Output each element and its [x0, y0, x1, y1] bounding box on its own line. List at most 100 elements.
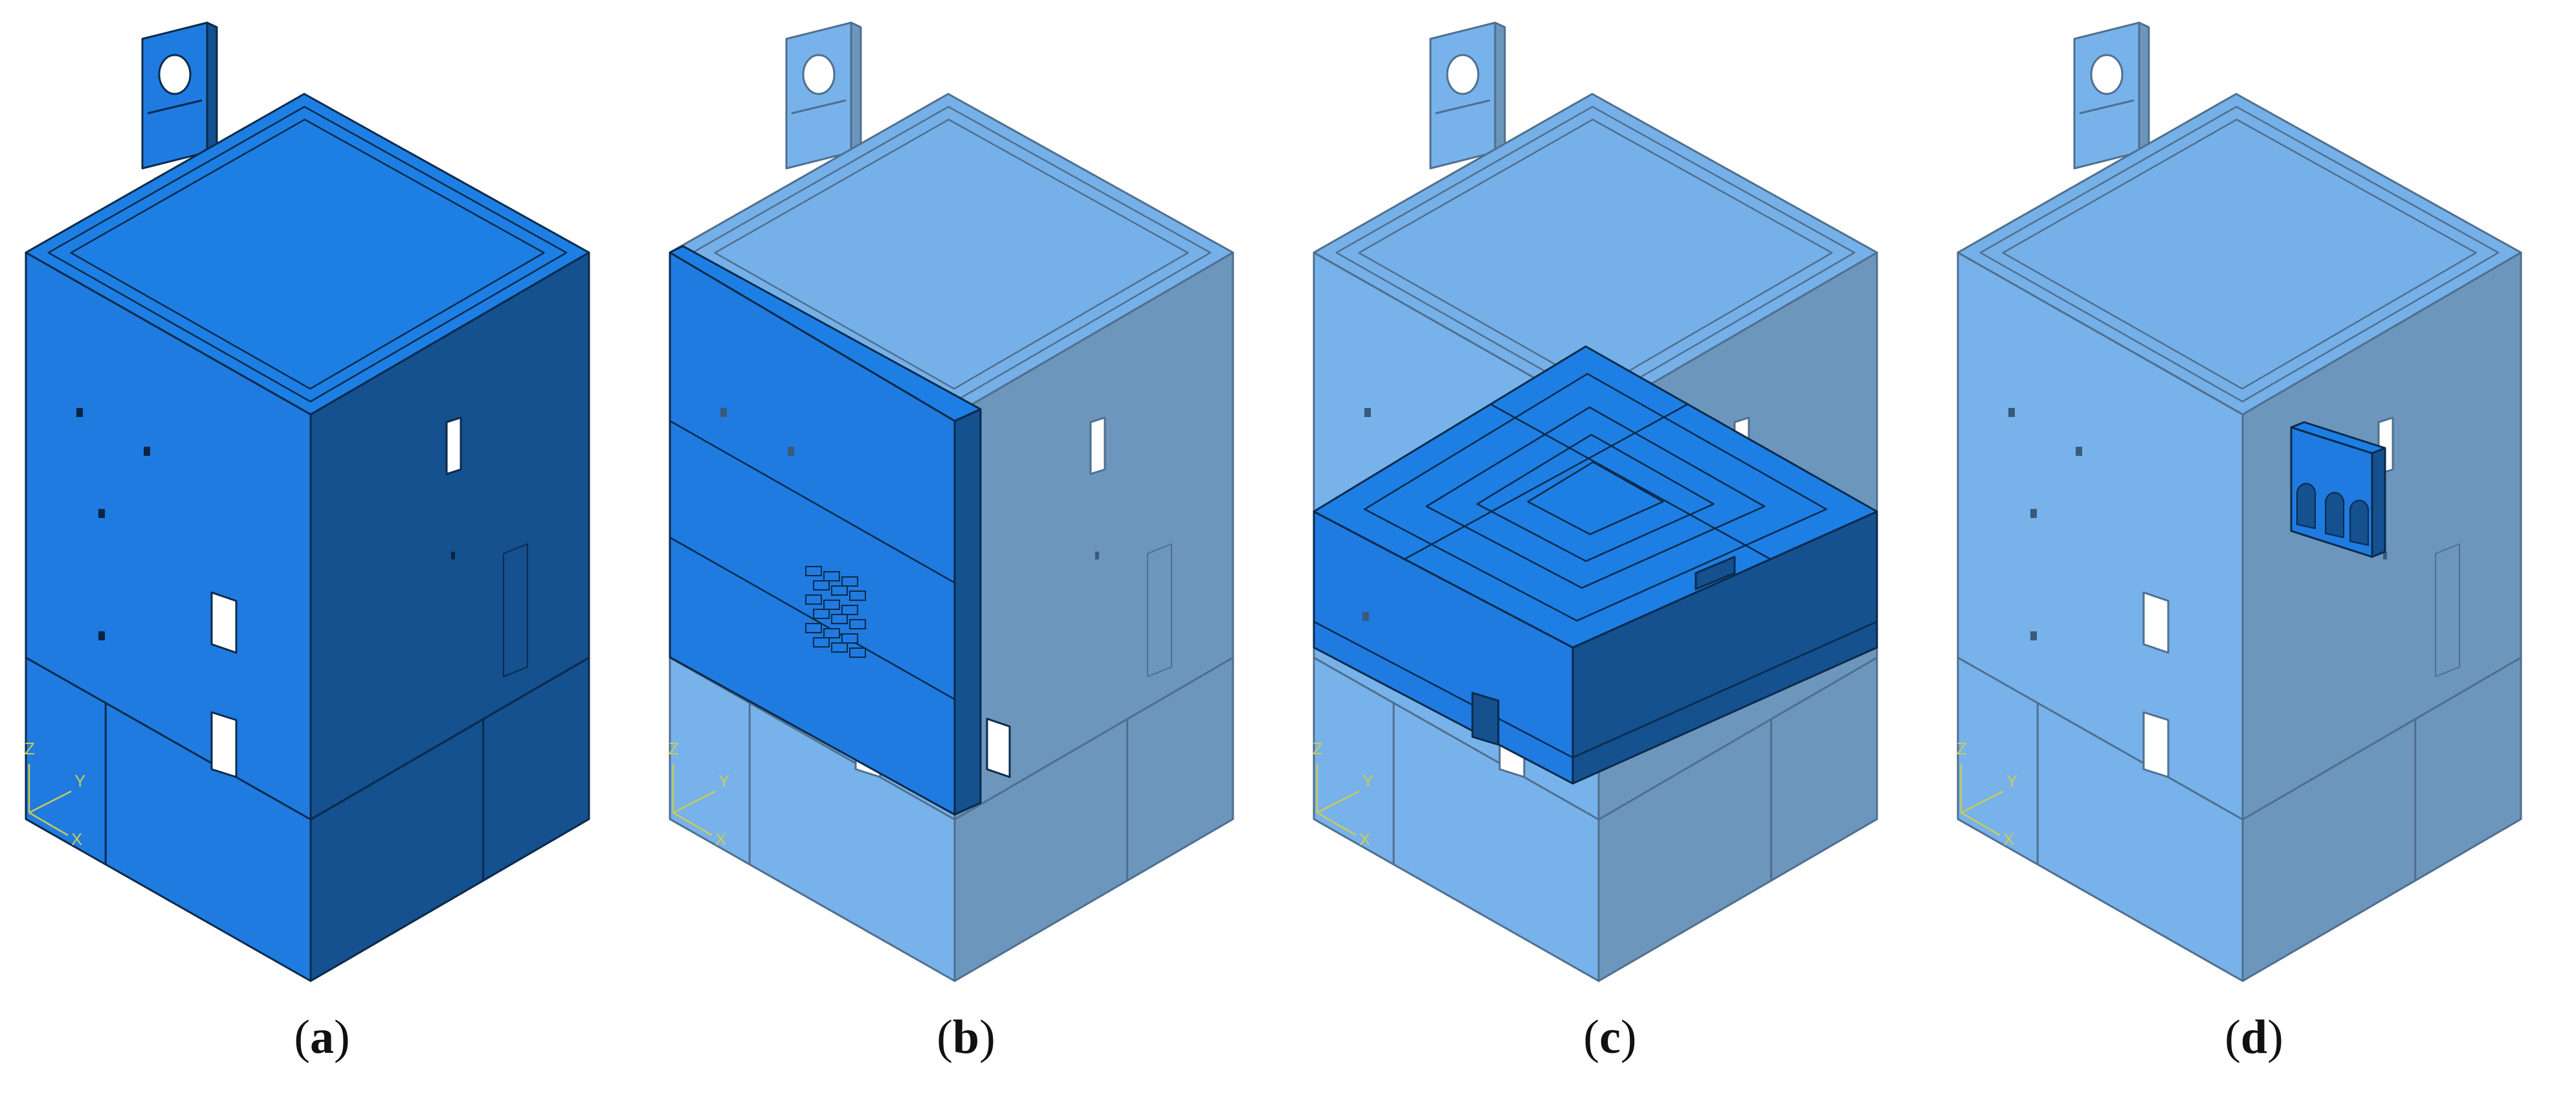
wall-brick — [823, 571, 840, 581]
bell-tower-side — [850, 21, 862, 158]
floor-slab-line — [1572, 620, 1878, 759]
axis-y — [672, 790, 716, 814]
door-outline-right — [2435, 543, 2460, 677]
axis-y-label: Y — [718, 771, 729, 791]
storey-line-left — [669, 657, 955, 820]
axis-x-label: X — [1359, 829, 1370, 849]
axis-triad: ZYX — [1313, 739, 1373, 849]
floor-coffer-ring — [1476, 434, 1715, 562]
axis-x-label: X — [2003, 829, 2014, 849]
arch-opening — [2349, 499, 2370, 546]
highlight-floor — [1313, 345, 1878, 785]
axis-x — [1316, 811, 1357, 837]
axis-triad: ZYX — [1957, 739, 2017, 849]
floor-door — [1471, 692, 1500, 746]
window-right-facade — [1089, 416, 1106, 475]
wall-edge — [953, 408, 982, 816]
window-slit — [451, 552, 455, 559]
wall-brick — [813, 580, 830, 591]
window-slit — [2030, 509, 2037, 518]
axis-z-label: Z — [1957, 739, 1967, 758]
wall-brick — [849, 591, 866, 601]
tower-roof — [25, 93, 590, 416]
window-slit — [2008, 408, 2015, 417]
floor-block-top — [1313, 345, 1878, 649]
wall-brick — [849, 619, 866, 629]
bell-tower-ledge — [2079, 99, 2135, 115]
parapet-rim-inner — [1358, 118, 1833, 390]
bell-opening — [1446, 54, 1480, 95]
wall-brick — [831, 614, 848, 624]
window-slit — [788, 447, 794, 456]
axis-y — [28, 790, 72, 814]
parapet-rim-outer — [1979, 106, 2500, 403]
bell-tower — [141, 21, 218, 170]
storey-line-right — [1598, 657, 1878, 820]
wall-brick — [831, 585, 848, 596]
window-slit — [144, 447, 150, 456]
tower-roof — [1957, 93, 2522, 416]
storey-line-right — [954, 657, 1234, 820]
window-slit — [98, 509, 105, 518]
window-slit — [1095, 552, 1099, 559]
bell-tower-front — [2073, 21, 2140, 170]
axis-triad: ZYX — [669, 739, 729, 849]
axis-y-label: Y — [74, 771, 85, 791]
wall-brick — [823, 628, 840, 638]
window-right-facade — [445, 416, 462, 475]
storey-line-left — [25, 657, 311, 820]
arch-opening — [2325, 491, 2345, 539]
door-outline-right — [503, 543, 528, 677]
tower-roof — [1313, 93, 1878, 416]
window-slit — [2383, 552, 2387, 559]
wall-brick — [841, 633, 858, 644]
wall-brick — [831, 642, 848, 653]
parapet-rim-inner — [2002, 118, 2477, 390]
window-large — [210, 591, 238, 654]
storey-line-right — [310, 657, 590, 820]
wall-brick — [841, 576, 858, 587]
tower-model-d: ZYX — [1957, 21, 2522, 982]
storey-line-right — [2242, 657, 2522, 820]
wall-course-line — [669, 536, 955, 701]
wall-brick — [805, 594, 822, 605]
parapet-rim-outer — [1335, 106, 1856, 403]
arch-opening — [2296, 482, 2316, 530]
highlight-wall — [669, 245, 1011, 816]
door-opening — [2142, 711, 2170, 778]
window-slit — [76, 408, 83, 417]
axis-x — [1960, 811, 2001, 837]
bell-tower-side — [1494, 21, 1506, 158]
axis-z-label: Z — [25, 739, 35, 758]
wall-brick — [849, 648, 866, 658]
floor-coffer-ring — [1364, 373, 1827, 622]
floor-coffer-ring — [1527, 461, 1664, 535]
door-outline-right — [1147, 543, 1172, 677]
window-large — [2142, 591, 2170, 654]
bell-tower — [2073, 21, 2150, 170]
bell-tower-side — [2138, 21, 2150, 158]
axis-triad: Z Y X — [25, 739, 85, 849]
highlight-arches — [2290, 421, 2386, 558]
bell-tower-front — [1429, 21, 1496, 170]
window-slit — [1364, 408, 1371, 417]
door-opening — [210, 711, 238, 778]
parapet-rim-inner — [714, 118, 1189, 390]
parapet-rim-outer — [47, 106, 568, 403]
bell-tower-side — [206, 21, 218, 158]
wall-brick — [841, 605, 858, 615]
bell-tower-ledge — [147, 99, 203, 115]
wall-brick — [823, 600, 840, 610]
window-slit — [720, 408, 727, 417]
wall-top — [669, 245, 982, 422]
wall-course-line — [669, 420, 955, 584]
axis-x-label: X — [71, 829, 82, 849]
caption-c: (c) — [1583, 1011, 1637, 1064]
floor-coffer-ring — [1425, 406, 1766, 589]
bell-tower — [785, 21, 862, 170]
axis-z-label: Z — [1313, 739, 1323, 758]
